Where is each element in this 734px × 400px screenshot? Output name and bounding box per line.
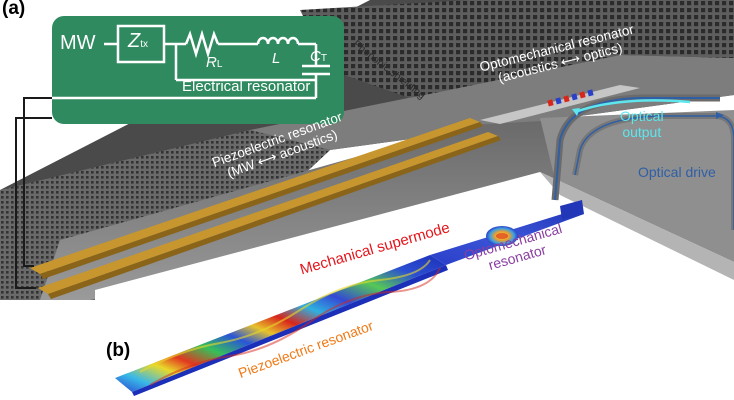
inductor-label: L <box>272 50 281 67</box>
resistor-label: RL <box>206 54 223 71</box>
circuit-wiring <box>30 24 330 100</box>
optical-output-label: Optical output <box>620 108 664 140</box>
mw-source-label: MW <box>60 32 96 54</box>
impedance-label: Ztx <box>128 30 148 52</box>
optomech-mode-pattern <box>547 89 594 107</box>
optical-drive-label: Optical drive <box>638 164 716 180</box>
capacitor-label: CT <box>310 48 327 65</box>
electrical-resonator-label: Electrical resonator <box>182 78 311 95</box>
panel-a-label: (a) <box>2 0 26 19</box>
panel-b-label: (b) <box>106 340 131 361</box>
